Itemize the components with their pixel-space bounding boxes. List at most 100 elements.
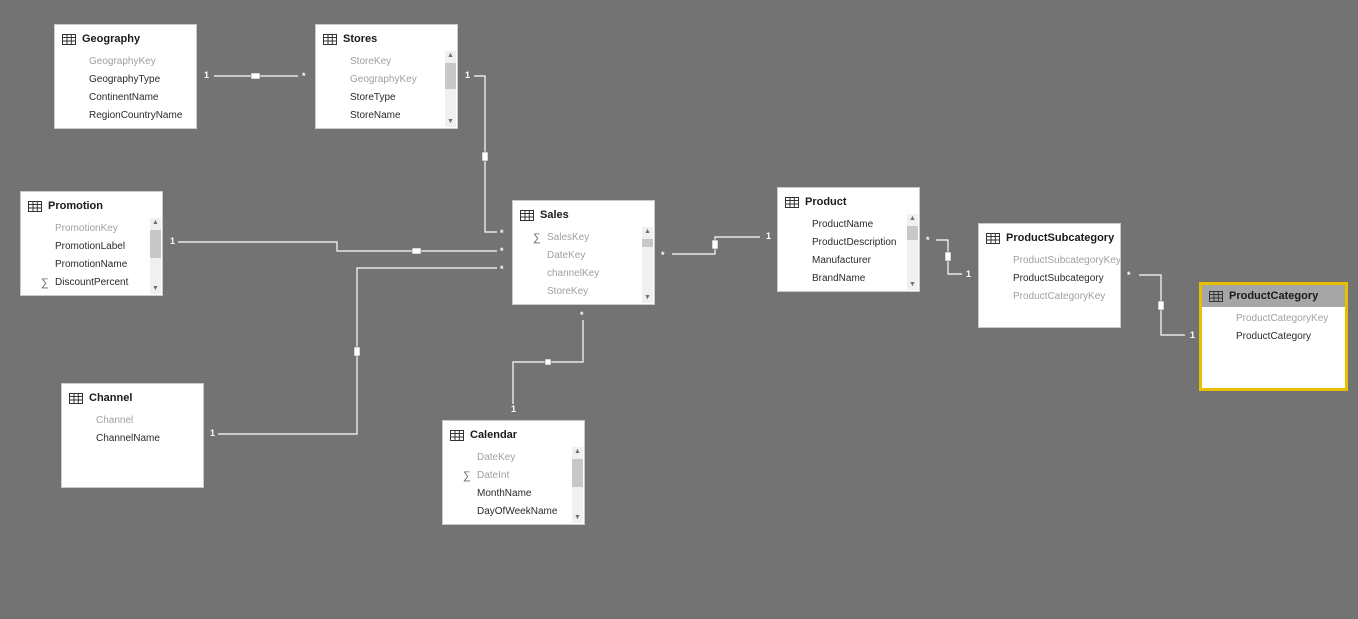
scroll-thumb[interactable] [642, 239, 653, 247]
cardinality-one: 1 [1190, 330, 1196, 340]
field-row[interactable]: DayOfWeekName [443, 503, 584, 521]
field-row[interactable]: StoreName [316, 107, 457, 125]
table-header[interactable]: Stores [316, 28, 457, 50]
table-header[interactable]: Sales [513, 204, 654, 226]
field-label: GeographyKey [350, 74, 417, 85]
relationship-promotion-sales[interactable] [178, 241, 497, 252]
scrollbar[interactable]: ▲ ▼ [445, 51, 456, 127]
field-row[interactable]: GeographyKey [55, 53, 196, 71]
field-row[interactable]: ProductCategoryKey [1202, 310, 1345, 328]
field-label: StoreName [350, 110, 401, 121]
field-row[interactable]: RegionCountryName [55, 107, 196, 125]
relationship-marker [411, 247, 422, 255]
scroll-up-arrow[interactable]: ▲ [447, 52, 454, 59]
field-row[interactable]: PromotionName [21, 256, 162, 274]
scroll-down-arrow[interactable]: ▼ [447, 118, 454, 125]
scroll-down-arrow[interactable]: ▼ [909, 281, 916, 288]
table-header[interactable]: ProductSubcategory [979, 227, 1120, 249]
cardinality-one: 1 [511, 404, 517, 414]
cardinality-many: * [1127, 270, 1131, 280]
scrollbar[interactable]: ▲ ▼ [642, 227, 653, 303]
field-row[interactable]: ProductName [778, 216, 919, 234]
field-row[interactable]: DateKey [443, 449, 584, 467]
field-row[interactable]: StartDate [21, 292, 162, 295]
field-row[interactable]: Manufacturer [778, 252, 919, 270]
scroll-down-arrow[interactable]: ▼ [574, 514, 581, 521]
table-name: ProductSubcategory [1006, 232, 1115, 244]
field-row[interactable]: StoreKey [316, 53, 457, 71]
table-card-productsubcategory[interactable]: ProductSubcategory ProductSubcategoryKey… [978, 223, 1121, 328]
field-row[interactable]: ChannelName [62, 430, 203, 448]
field-row[interactable]: StoreType [316, 89, 457, 107]
scroll-thumb[interactable] [445, 63, 456, 89]
field-label: StoreKey [547, 286, 589, 297]
table-header[interactable]: Geography [55, 28, 196, 50]
scrollbar[interactable]: ▲ ▼ [907, 214, 918, 290]
table-header[interactable]: Calendar [443, 424, 584, 446]
table-header[interactable]: Promotion [21, 195, 162, 217]
field-row[interactable]: ProductSubcategory [979, 270, 1120, 288]
field-row[interactable]: GeographyKey [316, 71, 457, 89]
field-row[interactable]: DateKey [513, 247, 654, 265]
table-name: Calendar [470, 429, 518, 441]
field-label: Year [477, 521, 497, 524]
scroll-up-arrow[interactable]: ▲ [574, 448, 581, 455]
field-row[interactable]: ProductCategory [1202, 328, 1345, 346]
scroll-up-arrow[interactable]: ▲ [644, 228, 651, 235]
field-row[interactable]: ∑DiscountPercent [21, 274, 162, 292]
scroll-up-arrow[interactable]: ▲ [909, 215, 916, 222]
field-row[interactable]: ∑SalesKey [513, 229, 654, 247]
relationship-marker [711, 239, 719, 250]
cardinality-many: * [500, 246, 504, 256]
table-header[interactable]: ProductCategory [1202, 285, 1345, 307]
field-label: RegionCountryName [89, 110, 183, 121]
field-row[interactable]: channelKey [513, 265, 654, 283]
scroll-thumb[interactable] [150, 230, 161, 258]
field-label: GeographyKey [89, 56, 156, 67]
field-row[interactable]: GeographyType [55, 71, 196, 89]
field-label: GeographyType [89, 74, 161, 85]
field-row[interactable]: Status [316, 125, 457, 128]
table-header[interactable]: Product [778, 191, 919, 213]
field-row[interactable]: BrandName [778, 270, 919, 288]
scrollbar[interactable]: ▲ ▼ [572, 447, 583, 523]
scroll-down-arrow[interactable]: ▼ [644, 294, 651, 301]
field-row[interactable]: PromotionLabel [21, 238, 162, 256]
scroll-up-arrow[interactable]: ▲ [152, 219, 159, 226]
table-header[interactable]: Channel [62, 387, 203, 409]
field-row[interactable]: ProductKey [513, 301, 654, 304]
field-row[interactable]: PromotionKey [21, 220, 162, 238]
scroll-down-arrow[interactable]: ▼ [152, 285, 159, 292]
scroll-thumb[interactable] [907, 226, 918, 240]
field-row[interactable]: ∑DateInt [443, 467, 584, 485]
field-row[interactable]: ProductDescription [778, 234, 919, 252]
field-row[interactable]: ProductSubcategoryKey [979, 252, 1120, 270]
table-name: ProductCategory [1229, 290, 1319, 302]
field-row[interactable]: StoreKey [513, 283, 654, 301]
field-row[interactable]: Channel [62, 412, 203, 430]
field-label: Status [350, 125, 378, 128]
field-row[interactable]: ∑Year [443, 521, 584, 524]
field-label: BrandName [812, 273, 866, 284]
field-label: DayOfWeekName [477, 506, 558, 517]
field-label: PromotionKey [55, 223, 118, 234]
field-row[interactable]: ContinentName [55, 89, 196, 107]
field-label: ProductSubcategoryKey [1013, 255, 1121, 266]
field-list: StoreKeyGeographyKeyStoreTypeStoreNameSt… [316, 53, 457, 128]
field-row[interactable]: MonthName [443, 485, 584, 503]
field-row[interactable]: ClassName [778, 288, 919, 291]
field-label: ProductCategoryKey [1236, 313, 1329, 324]
field-row[interactable]: ProductCategoryKey [979, 288, 1120, 306]
scroll-thumb[interactable] [572, 459, 583, 487]
scrollbar[interactable]: ▲ ▼ [150, 218, 161, 294]
